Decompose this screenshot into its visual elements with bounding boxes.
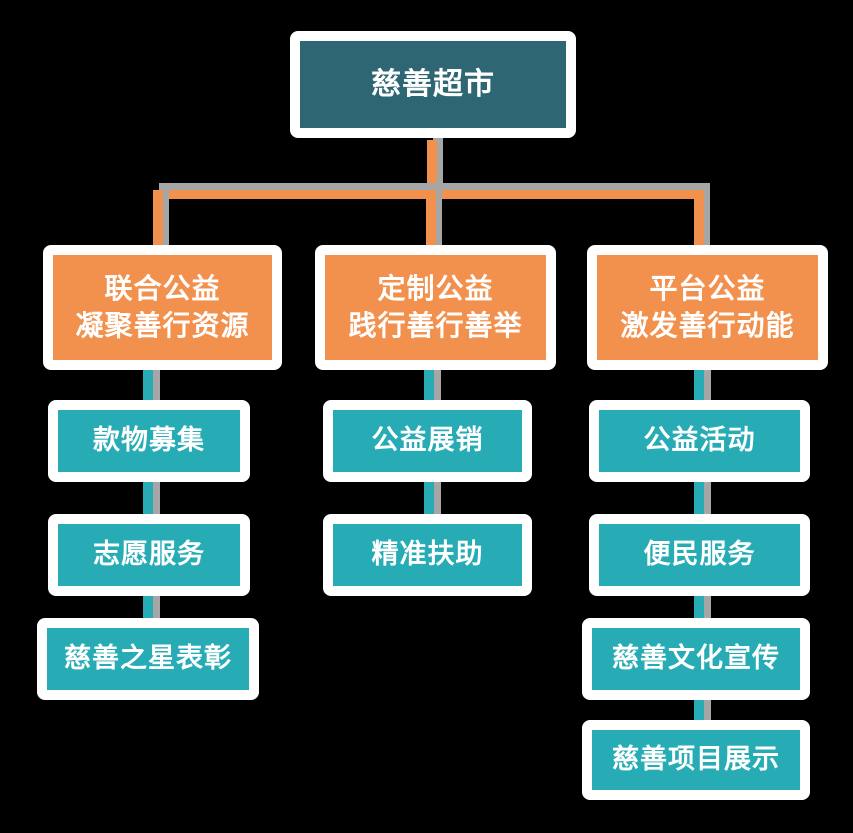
child-node-targeted-assistance: 精准扶助 (323, 514, 532, 596)
connector-left-parent-child1 (143, 363, 153, 407)
child-node-donation-collection: 款物募集 (48, 400, 250, 482)
child-node-label: 便民服务 (643, 539, 756, 570)
branch-label-line1: 联合公益 (104, 272, 221, 304)
branch-label-line2: 凝聚善行资源 (75, 309, 250, 341)
connector-left-child2-child3 (143, 590, 153, 626)
connector-right-child2-child3 (694, 590, 704, 626)
connector-right-child1-child2 (694, 476, 704, 522)
branch-label-line2: 激发善行动能 (620, 309, 795, 341)
branch-label-line1: 平台公益 (649, 272, 766, 304)
child-node-label: 款物募集 (93, 425, 205, 456)
connector-root-vertical (427, 140, 437, 199)
child-node-label: 志愿服务 (93, 539, 205, 570)
child-node-convenience-service: 便民服务 (589, 514, 810, 596)
branch-label-line2: 践行善行善举 (348, 309, 523, 341)
root-node: 慈善超市 (290, 31, 576, 138)
branch-node-united-charity: 联合公益 凝聚善行资源 (43, 245, 282, 370)
connector-drop-left (153, 190, 163, 252)
connector-left-child1-child2 (143, 476, 153, 522)
connector-right-parent-child1 (694, 363, 704, 407)
child-node-label: 公益展销 (371, 425, 484, 456)
child-node-charity-activities: 公益活动 (589, 400, 810, 482)
connector-middle-parent-child1 (424, 363, 434, 407)
connector-right-child3-child4 (694, 694, 704, 728)
connector-drop-middle (426, 190, 436, 252)
child-node-label: 慈善项目展示 (612, 744, 780, 775)
child-node-charity-project-display: 慈善项目展示 (582, 720, 810, 800)
child-node-label: 精准扶助 (371, 539, 484, 570)
connector-drop-right (694, 190, 704, 252)
connector-middle-child1-child2 (424, 476, 434, 522)
child-node-volunteer-service: 志愿服务 (48, 514, 250, 596)
child-node-label: 公益活动 (643, 425, 756, 456)
child-node-charity-exhibition: 公益展销 (323, 400, 532, 482)
child-node-label: 慈善之星表彰 (64, 643, 232, 674)
child-node-charity-star-award: 慈善之星表彰 (37, 618, 259, 700)
child-node-label: 慈善文化宣传 (612, 643, 780, 674)
branch-node-custom-charity: 定制公益 践行善行善举 (315, 245, 556, 370)
child-node-charity-culture-promotion: 慈善文化宣传 (582, 618, 810, 700)
branch-label-line1: 定制公益 (377, 272, 494, 304)
root-node-label: 慈善超市 (371, 67, 495, 101)
branch-node-platform-charity: 平台公益 激发善行动能 (587, 245, 828, 370)
